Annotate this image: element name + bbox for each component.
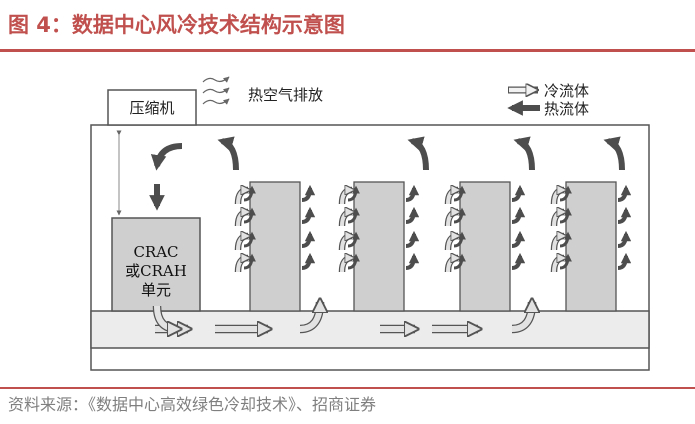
cold-inlet-arrow [552,212,564,227]
return-curve-arrow [150,143,183,171]
cold-inlet-arrow [446,236,458,251]
hot-outlet-arrow [511,206,526,224]
legend-cold-label: 冷流体 [544,82,589,100]
hot-left-arrow [453,185,466,202]
server-rack [353,181,405,312]
crac-label-line2: 或CRAH [125,262,187,280]
hot-outlet-arrow [405,252,420,270]
rack-exhaust-arrow [603,136,625,171]
cold-inlet-arrow [552,236,564,251]
cold-inlet-arrow [446,212,458,227]
hot-left-arrow [453,207,466,224]
cold-inlet-arrow [340,190,352,205]
cold-inlet-arrow [446,190,458,205]
hot-left-arrow [243,231,256,248]
compressor-label: 压缩机 [129,99,174,117]
exhaust-label: 热空气排放 [248,86,323,104]
hot-left-arrow [559,231,572,248]
figure-title: 图 4：数据中心风冷技术结构示意图 [8,13,345,37]
cold-inlet-arrow [446,258,458,273]
hot-left-arrow [243,253,256,270]
hot-left-arrow [243,207,256,224]
cold-inlet-arrow [236,258,248,273]
source-note: 资料来源：《数据中心高效绿色冷却技术》、招商证券 [8,395,377,414]
hot-outlet-arrow [617,230,632,248]
cold-inlet-arrow [236,212,248,227]
compressor-box [107,89,197,126]
hot-outlet-arrow [405,206,420,224]
rack-exhaust-arrow [217,136,239,171]
source-rule [0,387,695,389]
hot-left-arrow [243,185,256,202]
cold-inlet-arrow [552,258,564,273]
title-rule [0,49,695,52]
hot-left-arrow [453,231,466,248]
crac-label-line3: 单元 [141,281,171,299]
cold-inlet-arrow [552,190,564,205]
cold-flow-arrows [152,190,564,332]
hot-outlet-arrow [301,184,316,202]
cold-inlet-arrow [340,236,352,251]
rack-exhaust-arrow [407,136,429,171]
legend-hot-label: 热流体 [544,100,589,118]
hot-outlet-arrow [301,206,316,224]
hot-left-arrow [347,207,360,224]
server-rack [565,181,617,312]
hot-outlet-arrow [617,252,632,270]
floor-tile-rise-arrow [511,302,532,332]
hot-left-arrow [347,185,360,202]
hot-outlet-arrow [511,230,526,248]
cold-inlet-arrow [340,258,352,273]
hot-outlet-arrow [511,184,526,202]
cold-inlet-arrow [236,236,248,251]
server-rack [249,181,301,312]
floor-tile-rise-arrow [299,302,320,332]
room-outline [90,124,650,371]
hot-outlet-arrow [617,184,632,202]
hot-outlet-arrow [301,230,316,248]
cold-inlet-arrow [340,212,352,227]
hot-left-arrow [559,185,572,202]
hot-outlet-arrow [617,206,632,224]
exhaust-arrows [202,76,230,105]
hot-outlet-arrow [405,184,420,202]
hot-left-arrow [559,253,572,270]
hot-flow-arrows [149,136,632,270]
server-rack [459,181,511,312]
hot-left-arrow [559,207,572,224]
crac-supply-arrow [154,305,178,329]
hot-outlet-arrow [511,252,526,270]
hot-left-arrow [347,253,360,270]
cold-inlet-arrow [236,190,248,205]
rack-exhaust-arrow [513,136,535,171]
hot-left-arrow [453,253,466,270]
legend: 冷流体 热流体 [507,82,589,118]
hot-outlet-arrow [405,230,420,248]
hot-outlet-arrow [301,252,316,270]
crac-label-line1: CRAC [133,243,178,261]
hot-left-arrow [347,231,360,248]
